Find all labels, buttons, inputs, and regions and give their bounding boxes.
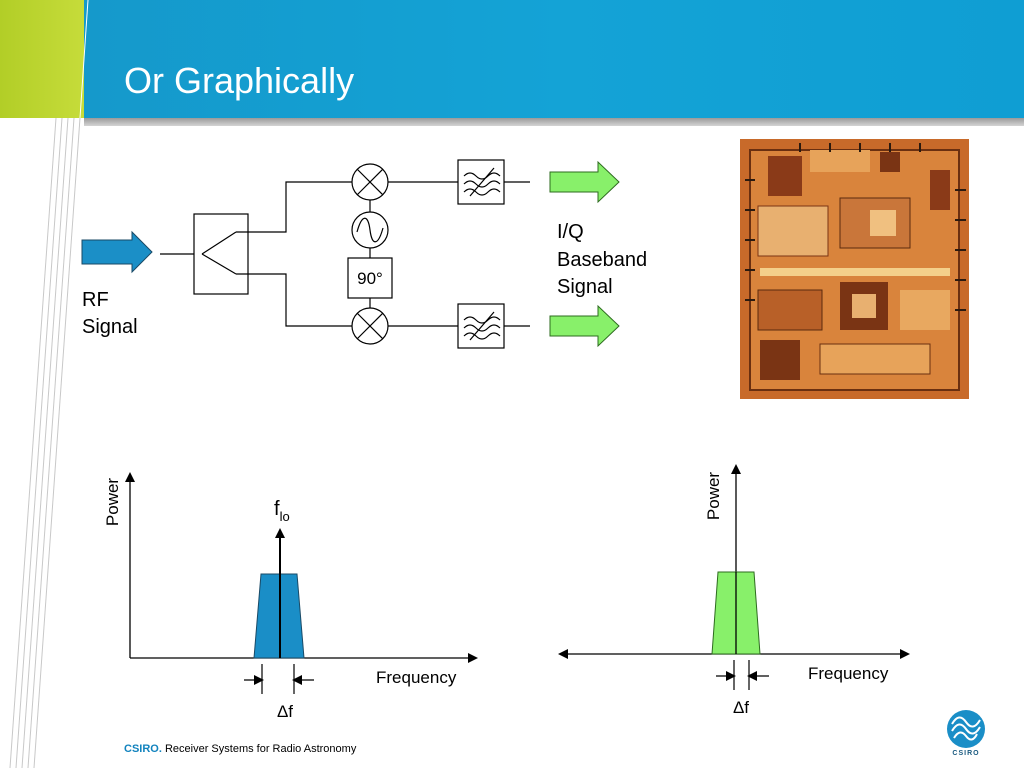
accent-stripe: [0, 0, 84, 118]
rf-label-line1: RF: [82, 289, 109, 311]
mixer-bottom-icon: [351, 307, 389, 345]
lowpass-filter-bottom-icon: [457, 303, 505, 349]
lowpass-filter-top-icon: [457, 159, 505, 205]
header-bar: [0, 0, 1024, 118]
power-splitter: [160, 213, 249, 295]
lo-marker-sub: lo: [280, 509, 290, 524]
header-shadow: [84, 118, 1024, 126]
oscillator-icon: [351, 211, 389, 249]
rf-label-line2: Signal: [82, 316, 138, 338]
left-spectrum-plot: Power Frequency Δf flo: [103, 472, 478, 721]
right-width-label: Δf: [733, 698, 749, 717]
slide-title: Or Graphically: [124, 60, 355, 101]
footer: CSIRO. Receiver Systems for Radio Astron…: [124, 743, 356, 755]
left-xlabel: Frequency: [376, 668, 457, 687]
chip-die-photo: [740, 139, 969, 399]
right-spectrum-plot: Power Frequency Δf: [558, 464, 910, 717]
signal-wires: [236, 181, 530, 327]
footer-brand: CSIRO.: [124, 743, 162, 755]
phase-shifter-box: [347, 257, 393, 299]
phase-shift-label: 90°: [357, 269, 383, 288]
csiro-logo: CSIRO: [947, 710, 985, 757]
decorative-lines: [9, 0, 89, 768]
lo-marker-label: flo: [274, 498, 290, 524]
q-output-arrow: [549, 304, 620, 348]
left-ylabel: Power: [103, 478, 122, 527]
iq-label-line1: I/Q: [557, 221, 584, 243]
i-output-arrow: [549, 160, 620, 204]
rf-input-arrow: [81, 230, 153, 274]
mixer-top-icon: [351, 163, 389, 201]
csiro-logo-text: CSIRO: [952, 750, 979, 757]
left-width-label: Δf: [277, 702, 293, 721]
footer-text: Receiver Systems for Radio Astronomy: [164, 743, 357, 755]
right-xlabel: Frequency: [808, 664, 889, 683]
iq-label-line3: Signal: [557, 276, 613, 298]
right-ylabel: Power: [704, 472, 723, 521]
iq-label-line2: Baseband: [557, 249, 647, 271]
